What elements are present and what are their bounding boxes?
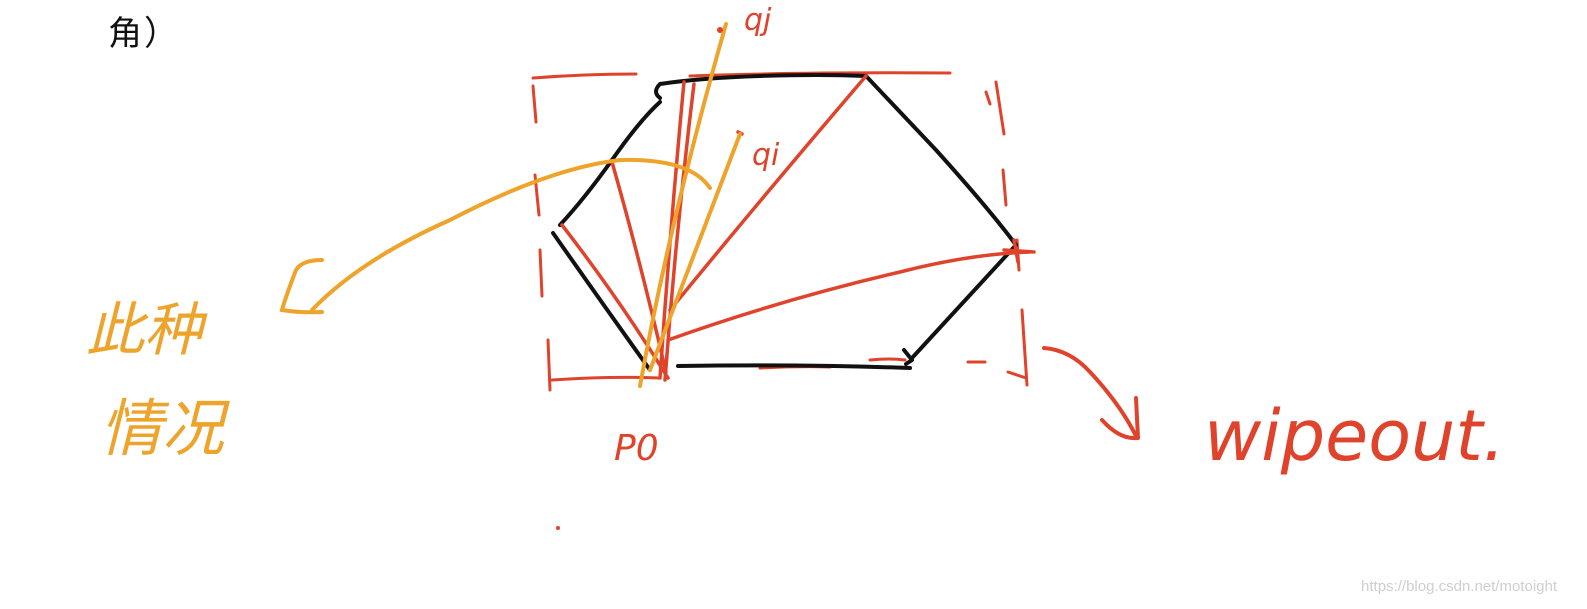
stray-dot [556,526,560,530]
label-qj: qj [744,3,772,38]
bounding-box-dashed [531,71,1029,392]
wipeout-arrow [1042,346,1140,441]
heading-fragment: 角） [108,14,180,54]
orange-lines [279,22,742,388]
stray-dot [717,27,723,33]
label-qi: qi [752,138,780,173]
left-note-line1: 此种 [86,296,208,364]
wipeout-label: wipeout. [1204,395,1505,477]
left-note-line2: 情况 [100,392,230,465]
watermark: https://blog.csdn.net/motoight [1361,578,1557,595]
convex-hull-polygon [551,73,1018,372]
label-p0: P0 [614,428,659,469]
red-connect-lines [560,74,1036,382]
